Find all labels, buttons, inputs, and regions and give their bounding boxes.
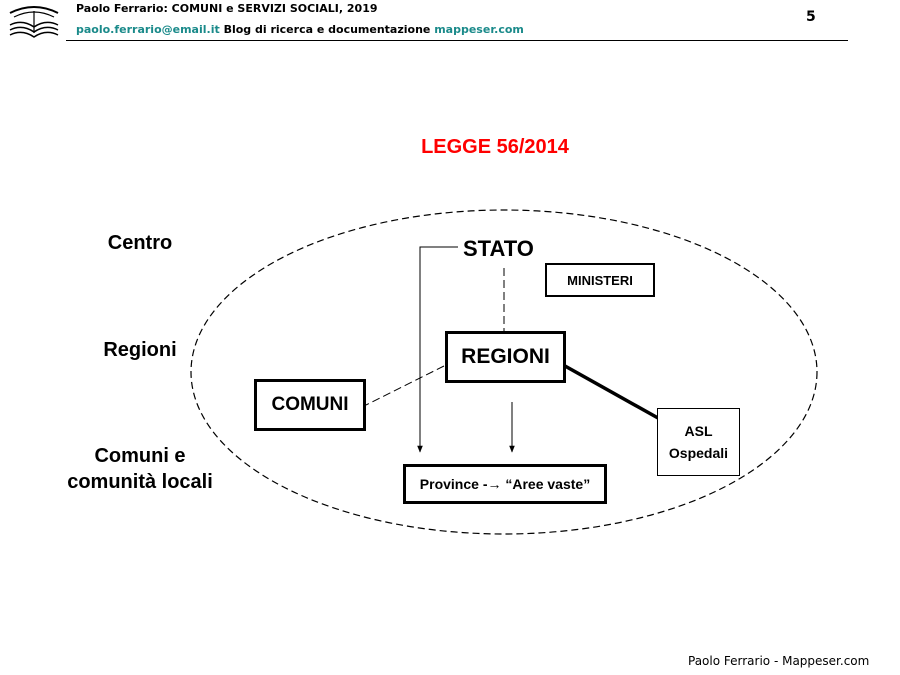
header-subtitle: paolo.ferrario@email.it Blog di ricerca … [76, 23, 524, 36]
header-title: Paolo Ferrario: COMUNI e SERVIZI SOCIALI… [76, 2, 378, 15]
blog-text: Blog di ricerca e documentazione [223, 23, 431, 36]
slide-title: LEGGE 56/2014 [421, 136, 569, 158]
stato-to-province-arrow [417, 246, 458, 453]
node-ospedali-label: Ospedali [668, 445, 729, 461]
node-regioni-label: REGIONI [461, 345, 550, 368]
node-regioni: REGIONI [445, 331, 566, 383]
node-asl-label: ASL [684, 423, 713, 439]
level-label-comuni-line1: Comuni e [94, 445, 186, 467]
node-ministeri: MINISTERI [545, 263, 655, 297]
scope-ellipse [190, 209, 818, 535]
header-divider [66, 40, 848, 41]
node-province-aree-vaste: Province -→ “Aree vaste” [403, 464, 607, 504]
site-link[interactable]: mappeser.com [434, 23, 524, 36]
regioni-comuni-dashed-link [365, 365, 445, 406]
node-comuni: COMUNI [254, 379, 366, 431]
level-label-regioni: Regioni [103, 339, 177, 361]
node-stato: STATO [463, 236, 534, 261]
footer-credit: Paolo Ferrario - Mappeser.com [688, 654, 870, 668]
node-asl-ospedali: ASL Ospedali [657, 408, 740, 476]
node-comuni-label: COMUNI [271, 394, 349, 415]
node-province-label: Province -→ “Aree vaste” [419, 476, 591, 492]
email-link[interactable]: paolo.ferrario@email.it [76, 23, 220, 36]
level-label-comuni-line2: comunità locali [67, 471, 213, 493]
level-label-centro: Centro [107, 232, 173, 254]
node-ministeri-label: MINISTERI [567, 272, 633, 288]
page-number: 5 [806, 9, 816, 25]
open-book-logo-icon [9, 6, 59, 38]
regioni-asl-link [564, 364, 659, 420]
